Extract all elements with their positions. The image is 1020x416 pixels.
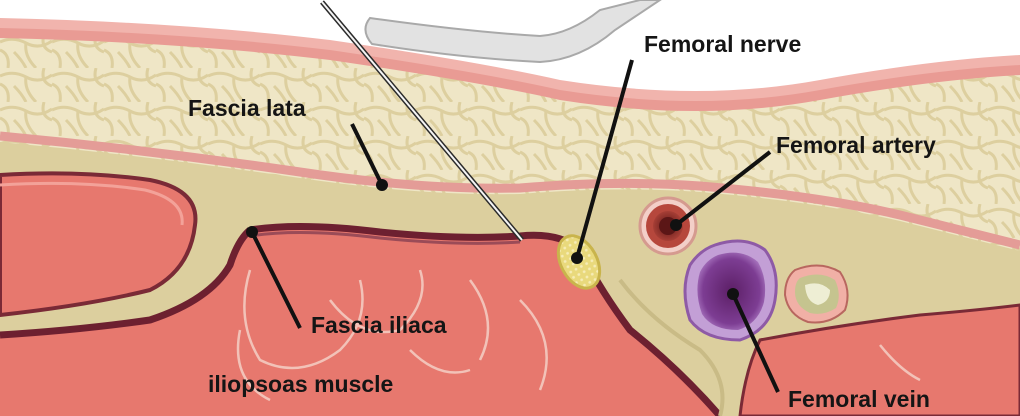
label-iliopsoas-muscle: iliopsoas muscle xyxy=(208,371,393,397)
label-fascia-lata: Fascia lata xyxy=(188,95,306,121)
label-femoral-vein: Femoral vein xyxy=(788,386,930,412)
label-femoral-artery: Femoral artery xyxy=(776,132,936,158)
label-fascia-iliaca: Fascia iliaca xyxy=(311,312,447,338)
label-femoral-nerve: Femoral nerve xyxy=(644,31,801,57)
